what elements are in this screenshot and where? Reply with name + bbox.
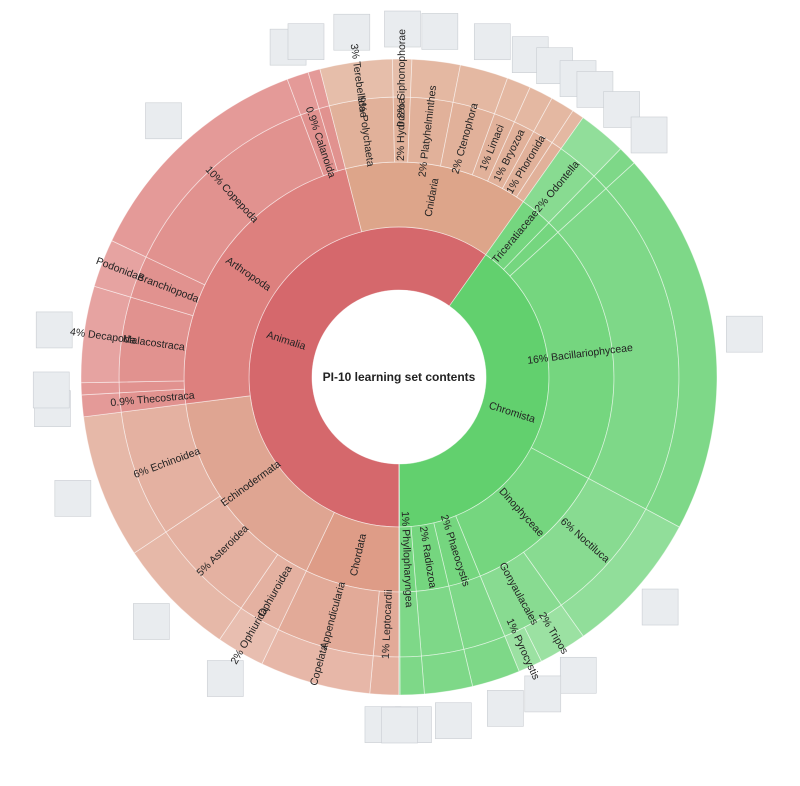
thumbnail-more: [32, 371, 70, 409]
thumbnail-phaeocystis: [487, 690, 524, 727]
thumbnail-trichodesmium: [381, 706, 418, 744]
label-leptocardii: 1% Leptocardii: [380, 589, 395, 659]
thumbnail-pyrocystis: [524, 675, 562, 713]
specimen-thumbnails: [32, 10, 763, 744]
thumbnail-rhizosoleniaceae: [630, 116, 668, 154]
center-hole: [312, 290, 486, 464]
chart-title: PI-10 learning set contents: [323, 370, 476, 384]
label-siphonophorae: 0.8% Siphonophorae: [395, 29, 408, 127]
thumbnail-terebellidae: [333, 13, 371, 51]
segment-trichodesmium-ext3: [398, 656, 401, 696]
segment-radiozoa-ext3: [420, 648, 474, 695]
thumbnail-platyhelminthes: [421, 13, 459, 50]
segment-trichodesmium: [398, 526, 401, 593]
thumbnail-bacillariophyceae: [726, 315, 763, 353]
thumbnail-noctiluca: [641, 588, 679, 626]
thumbnail-ctenophora: [473, 23, 511, 61]
segment-more-ext3: [80, 381, 120, 396]
thumbnail-echinoidea: [54, 480, 92, 517]
label-hydrozoa: 2% Hydrozoa: [395, 98, 408, 161]
thumbnail-radiozoa: [435, 702, 472, 740]
thumbnail-ophiurida: [206, 660, 244, 697]
thumbnail-asteroidea: [133, 603, 170, 640]
sunburst-rings: [80, 58, 718, 696]
thumbnail-tripos: [559, 656, 597, 694]
label-phyllopharyngea: 1% Phyllopharyngea: [399, 511, 415, 608]
segment-leptocardii-ext3: [369, 655, 400, 696]
thumbnail-more3: [287, 23, 325, 60]
thumbnail-siphonophorae: [384, 10, 421, 48]
segment-trichodesmium-ext2: [398, 591, 401, 658]
segment-phyllopharyngea-ext3: [399, 655, 425, 696]
thumbnail-copepoda: [145, 102, 182, 140]
thumbnail-decapoda: [35, 311, 73, 349]
